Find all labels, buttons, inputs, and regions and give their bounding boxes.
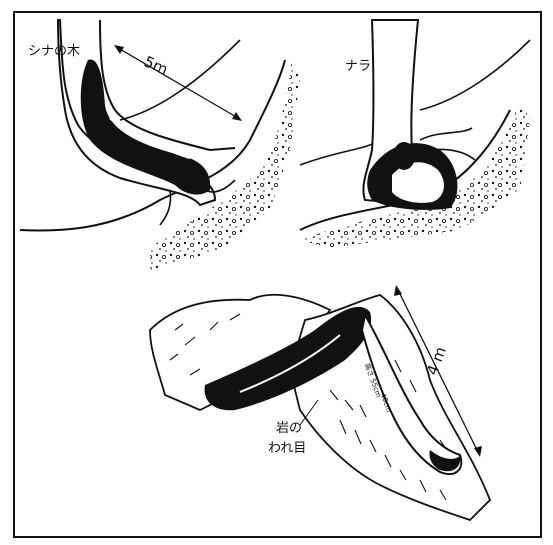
- crack-label-line2: われ目: [268, 441, 306, 456]
- arrow-head-5m-b: [232, 112, 242, 121]
- dimension-label-5m: 5m: [141, 52, 170, 78]
- root-right: [420, 128, 472, 140]
- hill-line-right: [300, 140, 380, 165]
- tree-label-nara: ナラ: [345, 59, 371, 74]
- crack-label-line1: 岩の: [276, 421, 302, 436]
- arrow-head-5m-a: [114, 45, 124, 54]
- tree-label-shina: シナの木: [28, 44, 80, 59]
- hollow-nara-hole: [393, 142, 415, 170]
- hill-line-right-2: [420, 40, 530, 110]
- panel-top-left: 5m シナの木: [20, 20, 300, 270]
- panel-top-right: ナラ: [300, 20, 530, 248]
- panel-bottom: 4 m 高さ 55cm 40cm 岩の われ目: [150, 285, 490, 520]
